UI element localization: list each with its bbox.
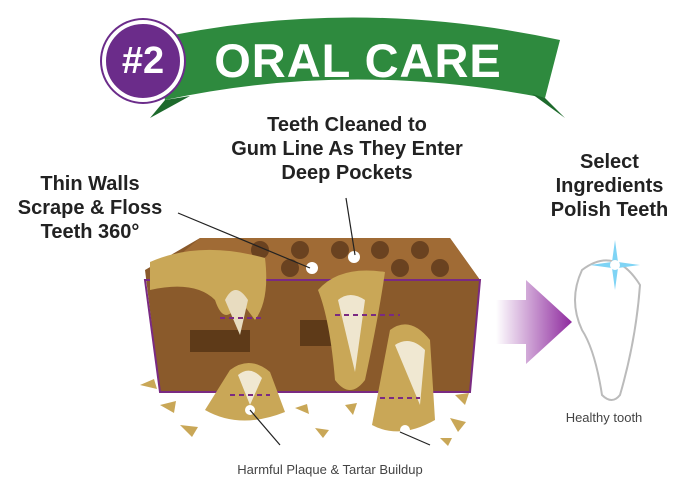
callout-thin-walls: Thin Walls Scrape & Floss Teeth 360° [17,173,163,243]
caption-healthy-tooth: Healthy tooth [565,410,643,425]
gum-lines [220,314,420,399]
caption-plaque: Harmful Plaque & Tartar Buildup [237,462,423,477]
green-ribbon [150,17,565,118]
arrow-right-icon [496,280,572,364]
callout-ingredients: Select Ingredients Polish Teeth [550,151,669,221]
healthy-tooth-icon [574,259,642,401]
banner-title: ORAL CARE [214,33,502,87]
leader-lines [177,197,431,446]
callout-gum-line: Teeth Cleaned to Gum Line As They Enter … [231,114,463,184]
rank-badge: #2 [102,20,184,102]
shine-icon [590,240,640,290]
teeth-with-plaque [150,249,435,432]
plaque-debris [140,379,469,446]
